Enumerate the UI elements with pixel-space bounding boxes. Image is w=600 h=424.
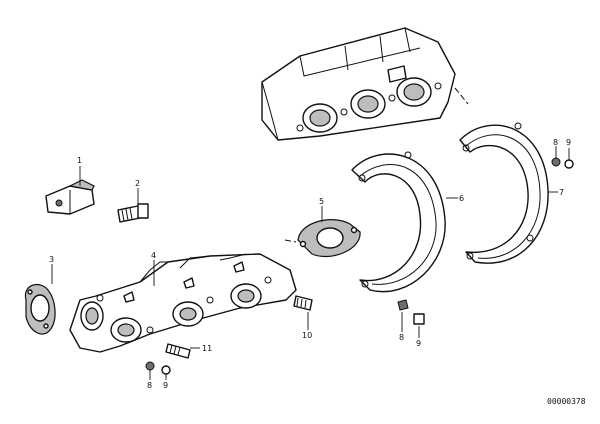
stud-bolt	[293, 295, 313, 311]
callout-8-lower: 8	[147, 381, 152, 390]
callout-11: 11	[202, 344, 212, 353]
callout-4: 4	[151, 251, 156, 260]
callout-10: 10	[302, 331, 312, 340]
callout-1: 1	[77, 156, 82, 165]
leader-dash-head	[454, 87, 469, 105]
exhaust-manifold	[69, 253, 297, 353]
stud-lower	[165, 343, 191, 359]
callout-9-lower: 9	[163, 381, 168, 390]
bolt-upper	[117, 203, 149, 223]
heat-shield-inner	[351, 151, 446, 293]
callout-6: 6	[459, 194, 464, 203]
nut-washer-upper-right	[551, 157, 574, 169]
leader-dash-gasket5	[284, 239, 297, 243]
callout-labels: 1 2 3 4 5 6 7 8 9 10 11 8 9 8 9	[49, 138, 571, 390]
document-number: 00000378	[547, 397, 586, 406]
gasket-single-port	[297, 219, 361, 258]
bracket	[45, 179, 95, 215]
callout-5: 5	[319, 197, 324, 206]
callout-7: 7	[559, 188, 564, 197]
gasket-exhaust-pipe	[24, 283, 56, 335]
callout-9-upper: 9	[566, 138, 571, 147]
callout-2: 2	[135, 179, 140, 188]
callout-8-middle: 8	[399, 333, 404, 342]
cylinder-head	[261, 27, 456, 141]
nut-washer-lower-middle	[397, 299, 425, 325]
callout-3: 3	[49, 255, 54, 264]
callout-9-middle: 9	[416, 339, 421, 348]
heat-shield-outer	[459, 122, 549, 264]
leader-lines	[51, 146, 570, 380]
callout-8-upper: 8	[553, 138, 558, 147]
